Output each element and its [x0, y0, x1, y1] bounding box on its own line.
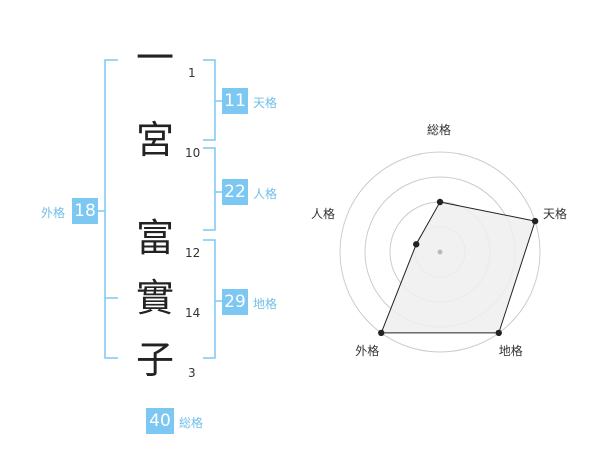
name-char-5: 子 — [135, 338, 174, 382]
radar-axis-label-3: 地格 — [498, 343, 523, 358]
name-char-3: 富 — [135, 216, 174, 260]
gaikaku-bracket — [104, 59, 118, 359]
jinkaku-value: 22 — [222, 179, 248, 205]
radar-center-dot — [437, 249, 443, 255]
stroke-count-3: 12 — [185, 246, 201, 260]
tenkaku-bracket — [203, 59, 216, 141]
radar-axis-label-4: 外格 — [355, 343, 380, 358]
stroke-count-2: 10 — [185, 146, 201, 160]
name-char-1: 一 — [135, 36, 174, 80]
stroke-count-4: 14 — [185, 306, 201, 320]
stroke-count-1: 1 — [188, 66, 196, 80]
radar-axis-label-5: 人格 — [310, 207, 335, 222]
gaikaku-label: 外格 — [41, 206, 66, 220]
tenkaku-value: 11 — [222, 88, 248, 114]
jinkaku-bracket — [203, 147, 216, 231]
gaikaku-value: 18 — [72, 198, 98, 224]
radar-point-2 — [531, 217, 539, 225]
jinkaku-label: 人格 — [253, 187, 278, 201]
radar-axis-label-1: 総格 — [427, 123, 452, 137]
chikaku-label: 地格 — [253, 297, 278, 311]
stroke-count-5: 3 — [188, 366, 196, 380]
radar-grid-ring — [339, 151, 541, 353]
radar-point-1 — [436, 198, 444, 206]
chikaku-bracket — [203, 239, 216, 359]
soukaku-value: 40 — [146, 408, 174, 434]
tenkaku-label: 天格 — [253, 96, 278, 110]
radar-point-5 — [413, 241, 420, 248]
name-char-4: 實 — [135, 276, 174, 320]
radar-point-4 — [378, 329, 385, 337]
radar-point-3 — [495, 329, 502, 337]
radar-axis-label-2: 天格 — [543, 207, 568, 222]
chikaku-value: 29 — [222, 289, 248, 315]
soukaku-label: 総格 — [179, 416, 204, 430]
name-char-2: 宮 — [135, 118, 174, 162]
radar-series-area — [380, 201, 536, 334]
